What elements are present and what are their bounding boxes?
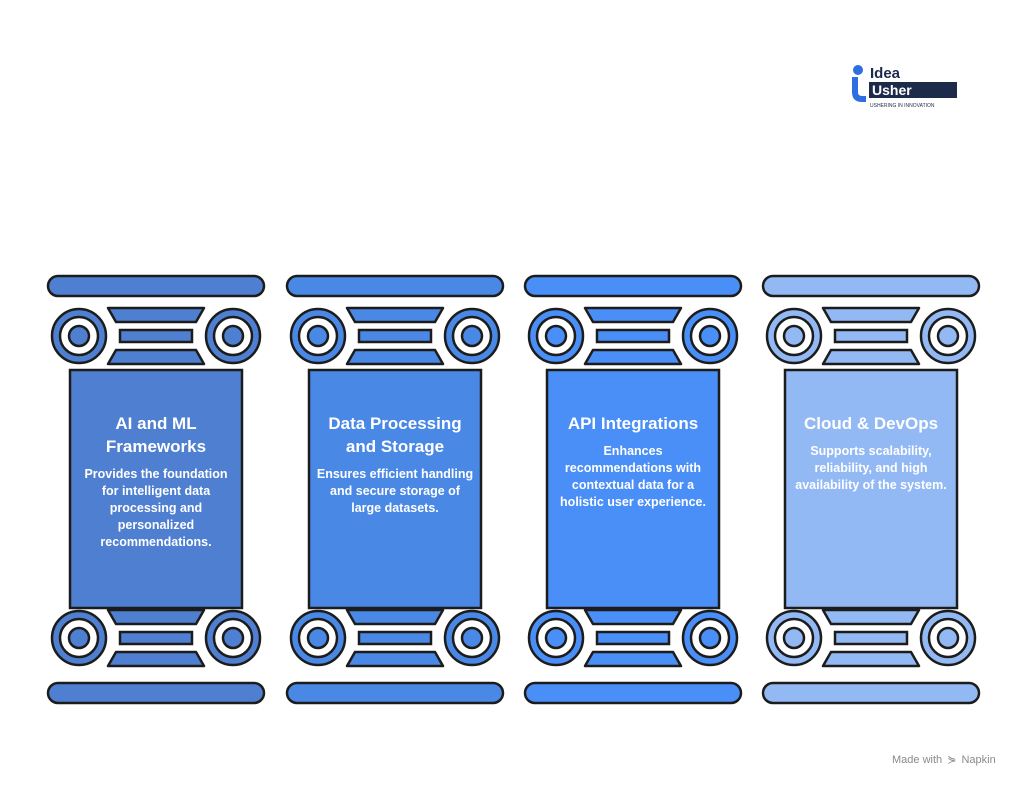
capital-bottom-band (347, 350, 443, 364)
capital-middle-bar (120, 632, 192, 644)
pillar-ai-ml: AI and ML Frameworks Provides the founda… (46, 272, 266, 706)
volute-center (308, 326, 328, 346)
capital-middle-bar (835, 632, 907, 644)
capital-middle-bar (359, 632, 431, 644)
volute-center (700, 628, 720, 648)
pillar-capital (291, 308, 499, 364)
capital-bottom-band (347, 652, 443, 666)
footer-prefix: Made with (892, 754, 942, 766)
pillar-top-slab (763, 276, 979, 296)
capital-bottom-band (108, 350, 204, 364)
pillar-title: Data Processing and Storage (315, 412, 475, 458)
capital-bottom-band (585, 652, 681, 666)
capital-top-band (823, 610, 919, 624)
logo-u-shape (852, 77, 866, 102)
pillar-title: API Integrations (553, 412, 713, 435)
volute-center (546, 628, 566, 648)
pillar-description: Enhances recommendations with contextual… (553, 443, 713, 511)
pillar-data-processing: Data Processing and Storage Ensures effi… (285, 272, 505, 706)
pillar-api-integrations: API Integrations Enhances recommendation… (523, 272, 743, 706)
pillar-capital (52, 308, 260, 364)
logo-line2: Usher (872, 82, 912, 98)
volute-center (784, 326, 804, 346)
pillar-base (291, 610, 499, 666)
pillar-bottom-slab (48, 683, 264, 703)
pillar-capital (767, 308, 975, 364)
volute-center (223, 326, 243, 346)
capital-middle-bar (835, 330, 907, 342)
volute-center (223, 628, 243, 648)
capital-top-band (823, 308, 919, 322)
capital-middle-bar (359, 330, 431, 342)
capital-bottom-band (585, 350, 681, 364)
logo-line1: Idea (870, 65, 901, 82)
capital-top-band (108, 610, 204, 624)
pillar-description: Supports scalability, reliability, and h… (791, 443, 951, 494)
volute-center (462, 628, 482, 648)
volute-center (938, 326, 958, 346)
capital-top-band (347, 308, 443, 322)
volute-center (546, 326, 566, 346)
pillar-description: Ensures efficient handling and secure st… (315, 466, 475, 517)
capital-middle-bar (597, 632, 669, 644)
capital-bottom-band (108, 652, 204, 666)
pillar-bottom-slab (287, 683, 503, 703)
capital-top-band (347, 610, 443, 624)
pillar-bottom-slab (763, 683, 979, 703)
napkin-icon: ⋟ (947, 754, 956, 766)
volute-center (700, 326, 720, 346)
pillar-base (52, 610, 260, 666)
capital-bottom-band (823, 652, 919, 666)
pillar-base (529, 610, 737, 666)
volute-center (69, 628, 89, 648)
pillar-description: Provides the foundation for intelligent … (76, 466, 236, 551)
pillar-base (767, 610, 975, 666)
pillar-bottom-slab (525, 683, 741, 703)
capital-middle-bar (597, 330, 669, 342)
pillar-capital (529, 308, 737, 364)
logo-dot (853, 65, 863, 75)
capital-top-band (108, 308, 204, 322)
volute-center (938, 628, 958, 648)
pillar-top-slab (525, 276, 741, 296)
made-with-napkin: Made with ⋟ Napkin (892, 753, 996, 766)
pillar-title: AI and ML Frameworks (76, 412, 236, 458)
pillar-cloud-devops: Cloud & DevOps Supports scalability, rel… (761, 272, 981, 706)
pillar-top-slab (287, 276, 503, 296)
capital-top-band (585, 308, 681, 322)
volute-center (462, 326, 482, 346)
capital-middle-bar (120, 330, 192, 342)
pillar-top-slab (48, 276, 264, 296)
idea-usher-logo: Idea Usher USHERING IN INNOVATION (848, 62, 958, 110)
volute-center (784, 628, 804, 648)
logo-tagline: USHERING IN INNOVATION (870, 103, 935, 109)
volute-center (308, 628, 328, 648)
footer-brand: Napkin (961, 754, 995, 766)
pillar-title: Cloud & DevOps (791, 412, 951, 435)
capital-top-band (585, 610, 681, 624)
capital-bottom-band (823, 350, 919, 364)
volute-center (69, 326, 89, 346)
